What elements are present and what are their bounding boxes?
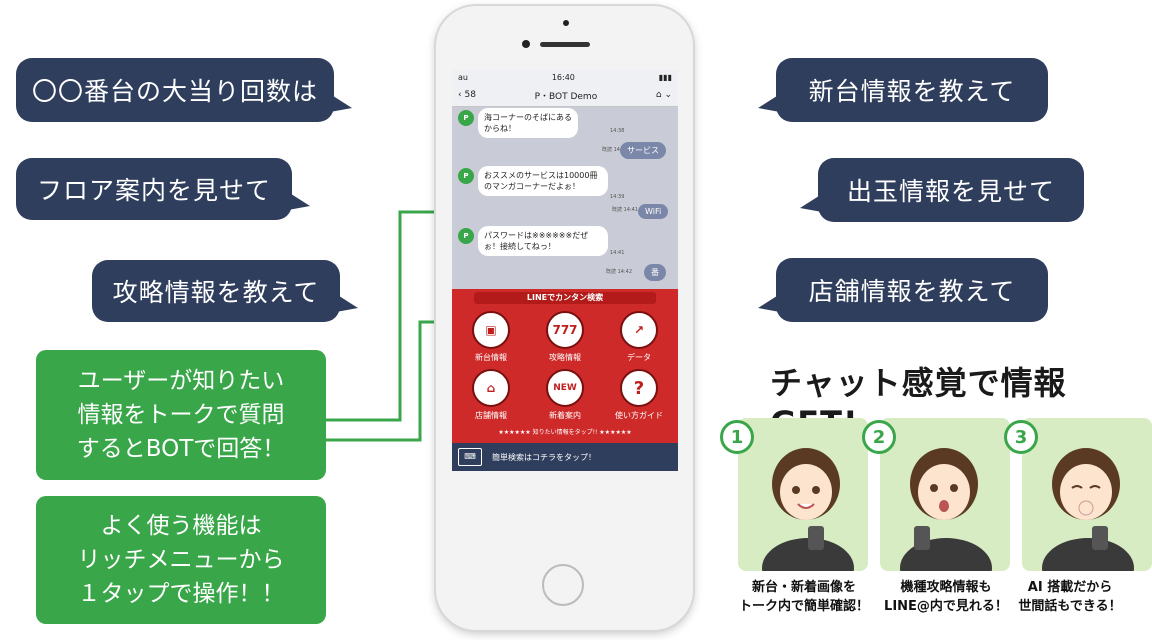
girl-illustration-smiling (762, 448, 854, 571)
menu-item-store[interactable]: ⌂ 店舗情報 (456, 369, 526, 421)
back-button[interactable]: ‹ 58 (458, 90, 476, 100)
callout-line: 情報をトークで質問 (77, 402, 285, 428)
new-badge-icon: NEW (546, 369, 584, 407)
speech-bubble-strategy: 攻略情報を教えて (92, 260, 358, 322)
message-time: 14:41 (610, 250, 625, 256)
reels-icon: 777 (546, 311, 584, 349)
speech-bubble-floor-guide: フロア案内を見せて (16, 158, 310, 220)
menu-item-guide[interactable]: ? 使い方ガイド (604, 369, 674, 421)
battery-icon: ▮▮▮ (658, 72, 672, 82)
bubble-text: 出玉情報を見せて (846, 177, 1055, 206)
bubble-text: 〇〇番台の大当り回数は (31, 77, 318, 106)
home-button[interactable] (542, 564, 584, 606)
caption-line: AI 搭載だから (1027, 580, 1113, 595)
menu-item-label: 使い方ガイド (615, 411, 663, 420)
speech-bubble-new-machines: 新台情報を教えて (758, 58, 1048, 122)
caption-line: 世間話もできる！ (1018, 599, 1122, 614)
keyboard-icon[interactable]: ⌨ (458, 448, 482, 466)
speaker-grill (540, 42, 590, 47)
callout-bot-answer: ユーザーが知りたい 情報をトークで質問 するとBOTで回答！ (36, 350, 326, 480)
menu-item-label: 新台情報 (475, 353, 507, 362)
chat-header: ‹ 58 P・BOT Demo ⌂ ⌄ (452, 84, 678, 107)
message-time: 14:39 (610, 194, 625, 200)
status-bar: au 16:40 ▮▮▮ (452, 70, 678, 84)
read-receipt: 既読 14:42 (606, 269, 632, 275)
step-number-2: 2 (862, 420, 896, 454)
user-message: WiFi (638, 204, 669, 219)
rich-menu-title: LINEでカンタン検索 (474, 292, 656, 304)
callout-line: するとBOTで回答！ (76, 436, 286, 462)
callout-line: ユーザーが知りたい (77, 368, 285, 394)
slot-machine-icon: ▣ (472, 311, 510, 349)
unread-count: 58 (464, 90, 476, 100)
sensor (522, 40, 530, 48)
speech-bubble-hit-count: 〇〇番台の大当り回数は (16, 58, 352, 122)
bot-message: おススメのサービスは10000冊のマンガコーナーだよぉ！ (478, 166, 608, 196)
menu-item-label: 店舗情報 (475, 411, 507, 420)
bubble-text: 店舗情報を教えて (808, 277, 1016, 306)
girl-illustration-laughing (1042, 448, 1134, 571)
bot-message: パスワードは※※※※※※だぜぉ！接続してねっ！ (478, 226, 608, 256)
speech-bubble-payout: 出玉情報を見せて (800, 158, 1084, 222)
menu-item-label: データ (627, 353, 651, 362)
menu-item-data[interactable]: ↗ データ (604, 311, 674, 363)
chart-icon: ↗ (620, 311, 658, 349)
home-icon[interactable]: ⌂ ⌄ (655, 90, 672, 100)
read-receipt: 既読 14:41 (612, 207, 638, 213)
menu-item-strategy[interactable]: 777 攻略情報 (530, 311, 600, 363)
bot-avatar: P (458, 110, 474, 126)
clock: 16:40 (551, 72, 575, 82)
menu-item-label: 新着案内 (549, 411, 581, 420)
step-caption-1: 新台・新着画像を トーク内で簡単確認！ (724, 578, 884, 616)
menu-toggle-bar[interactable]: ⌨ 簡単検索はコチラをタップ！ (452, 443, 678, 471)
bot-avatar: P (458, 168, 474, 184)
menu-toggle-label: 簡単検索はコチラをタップ！ (492, 452, 596, 462)
store-icon: ⌂ (472, 369, 510, 407)
caption-line: 新台・新着画像を (751, 580, 856, 595)
rich-menu: LINEでカンタン検索 ▣ 新台情報 777 攻略情報 ↗ データ ⌂ 店舗情報… (452, 289, 678, 443)
step-caption-3: AI 搭載だから 世間話もできる！ (990, 578, 1150, 616)
front-camera (563, 20, 569, 26)
bot-message: 海コーナーのそばにあるからね！ (478, 108, 578, 138)
menu-tap-hint: ★★★★★★ 知りたい情報をタップ!! ★★★★★★ (498, 429, 632, 436)
menu-item-label: 攻略情報 (549, 353, 581, 362)
bubble-text: 攻略情報を教えて (112, 278, 320, 307)
caption-line: トーク内で簡単確認！ (738, 599, 869, 614)
step-card-1 (738, 418, 868, 571)
speech-bubble-store-info: 店舗情報を教えて (758, 258, 1048, 322)
callout-line: リッチメニューから (77, 547, 285, 573)
menu-item-new-machines[interactable]: ▣ 新台情報 (456, 311, 526, 363)
carrier-label: au (458, 72, 468, 82)
step-caption-2: 機種攻略情報も LINE@内で見れる！ (866, 578, 1026, 616)
bubble-text: フロア案内を見せて (36, 176, 271, 205)
bot-avatar: P (458, 228, 474, 244)
callout-rich-menu: よく使う機能は リッチメニューから １タップで操作！！ (36, 496, 326, 624)
bubble-text: 新台情報を教えて (808, 77, 1016, 106)
chat-screen: au 16:40 ▮▮▮ ‹ 58 P・BOT Demo ⌂ ⌄ P 海コーナー… (452, 70, 678, 471)
caption-line: LINE@内で見れる！ (884, 599, 1008, 614)
message-time: 14:38 (610, 128, 625, 134)
step-number-1: 1 (720, 420, 754, 454)
step-number-3: 3 (1004, 420, 1038, 454)
question-icon: ? (620, 369, 658, 407)
menu-item-news[interactable]: NEW 新着案内 (530, 369, 600, 421)
user-message: サービス (620, 142, 666, 159)
user-message: 番 (644, 264, 666, 281)
callout-line: よく使う機能は (100, 513, 262, 539)
caption-line: 機種攻略情報も (900, 580, 992, 595)
girl-illustration-surprised (900, 448, 992, 571)
chat-title: P・BOT Demo (534, 91, 598, 102)
step-card-2 (880, 418, 1010, 571)
callout-line: １タップで操作！！ (77, 581, 285, 607)
step-card-3 (1022, 418, 1152, 571)
read-receipt: 既読 14:39 (602, 147, 628, 153)
